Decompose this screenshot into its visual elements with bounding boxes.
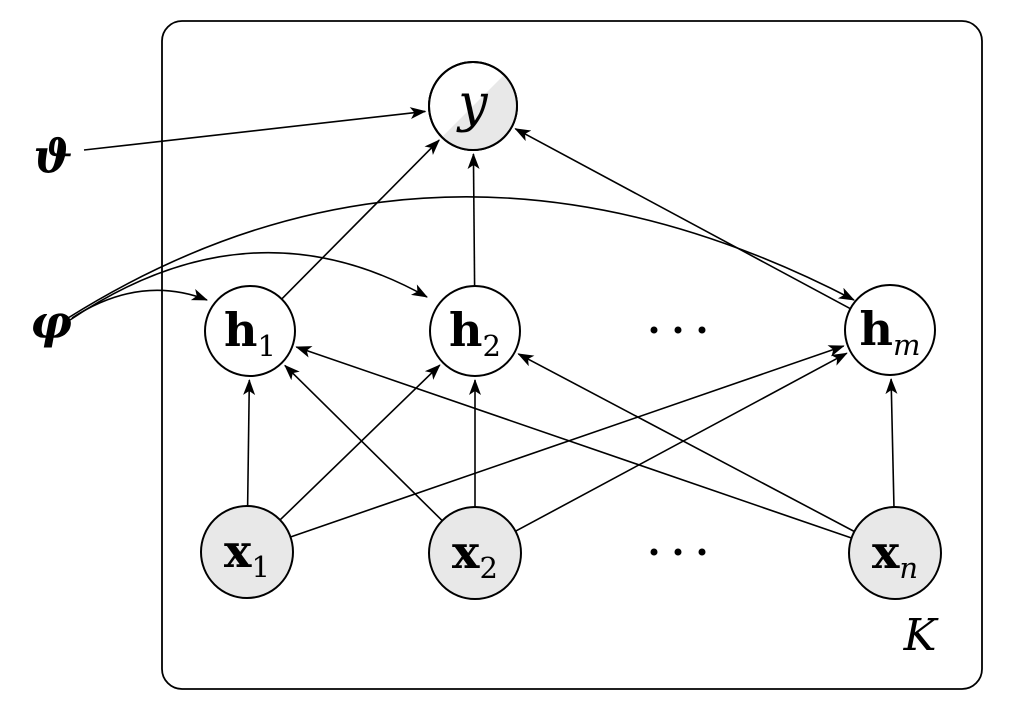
node-x2: x2 [428, 506, 522, 600]
edge-x1-hm [290, 345, 845, 538]
ellipsis-dot [698, 548, 706, 556]
edge-h1-y [281, 139, 440, 300]
plate-boundary [161, 20, 983, 690]
edge-x1-h1 [243, 378, 256, 507]
node-xn-label-main: x [872, 525, 900, 579]
plate-count-label: K [903, 610, 939, 661]
edge-phi-h2 [69, 251, 428, 321]
node-y-outline [428, 61, 518, 151]
node-h2-label-main: h [449, 303, 482, 357]
label-phi: φ [30, 295, 72, 349]
node-y-half-shade [441, 74, 517, 150]
node-h2-circle [429, 285, 521, 377]
node-y-label-main: y [456, 74, 488, 134]
node-hm-circle [844, 284, 936, 376]
node-hm-label: hm [860, 302, 921, 362]
ellipsis-hidden-row-dots [650, 326, 706, 334]
node-y: y [428, 61, 518, 151]
ellipsis-dot [674, 548, 682, 556]
node-x2-circle [428, 506, 522, 600]
node-h1: h1 [204, 285, 296, 377]
edge-hm-y [514, 128, 851, 310]
edge-h2-y [467, 152, 480, 287]
node-x2-label: x2 [452, 525, 498, 585]
edge-theta-y [83, 107, 427, 151]
node-h1-label: h1 [224, 303, 276, 363]
node-h1-label-sub: 1 [258, 329, 276, 363]
edge-xn-h1 [295, 346, 852, 539]
node-xn-label: xn [872, 525, 918, 585]
ellipsis-dot [650, 326, 658, 334]
node-hm-label-main: h [860, 302, 893, 356]
ellipsis-dot [650, 548, 658, 556]
node-h2-label-sub: 2 [483, 329, 501, 363]
node-h2: h2 [429, 285, 521, 377]
node-x1-circle [200, 505, 294, 599]
node-hm-label-sub: m [893, 328, 921, 362]
node-x2-label-main: x [452, 525, 480, 579]
node-x1-label-sub: 1 [251, 550, 269, 584]
ellipsis-input-row-dots [650, 548, 706, 556]
edge-x2-hm [515, 352, 848, 532]
node-x2-label-sub: 2 [479, 551, 497, 585]
node-xn: xn [848, 506, 942, 600]
node-x1: x1 [200, 505, 294, 599]
node-y-label: y [456, 74, 488, 134]
node-h1-label-main: h [224, 303, 257, 357]
node-xn-circle [848, 506, 942, 600]
node-xn-label-sub: n [899, 551, 918, 585]
edge-xn-hm [885, 377, 898, 508]
ellipsis-dot [674, 326, 682, 334]
label-theta: ϑ [33, 129, 72, 183]
edges-layer [67, 107, 898, 539]
edge-x1-h2 [279, 364, 441, 521]
edge-xn-h2 [517, 353, 855, 533]
node-h2-label: h2 [449, 303, 501, 363]
edge-x2-h1 [284, 364, 443, 522]
node-x1-label-main: x [224, 524, 252, 578]
node-h1-circle [204, 285, 296, 377]
node-x1-label: x1 [224, 524, 270, 584]
node-hm: hm [844, 284, 936, 376]
ellipsis-dot [698, 326, 706, 334]
